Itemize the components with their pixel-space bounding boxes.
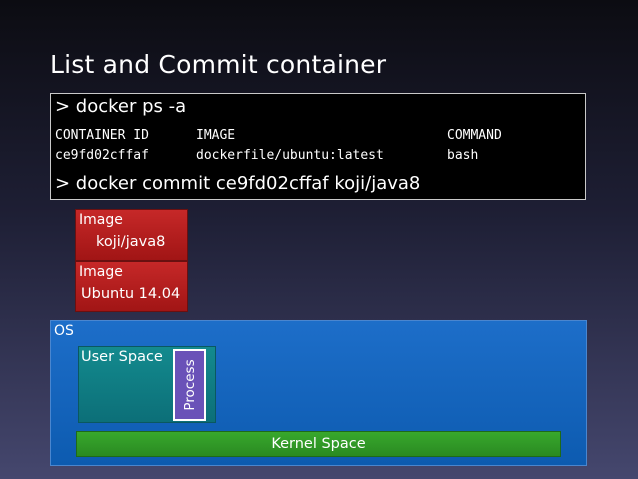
command-docker-ps: > docker ps -a <box>55 96 187 117</box>
process-label: Process <box>181 359 198 411</box>
slide-title: List and Commit container <box>50 50 387 79</box>
image-value: dockerfile/ubuntu:latest <box>196 148 384 163</box>
command-value: bash <box>447 148 479 163</box>
process-box: Process <box>173 349 206 421</box>
image-layer-label: Image <box>79 264 123 280</box>
image-layer-koji-java8: Image koji/java8 <box>75 209 188 261</box>
image-layer-name: koji/java8 <box>96 234 166 250</box>
column-header-image: IMAGE <box>196 128 236 143</box>
terminal-window: > docker ps -a CONTAINER ID IMAGE COMMAN… <box>50 93 586 200</box>
kernel-space-box: Kernel Space <box>76 431 561 457</box>
command-docker-commit: > docker commit ce9fd02cffaf koji/java8 <box>55 173 421 194</box>
column-header-command: COMMAND <box>447 128 502 143</box>
column-header-container-id: CONTAINER ID <box>55 128 149 143</box>
os-label: OS <box>54 323 74 339</box>
image-layer-name: Ubuntu 14.04 <box>81 286 181 302</box>
image-layer-ubuntu: Image Ubuntu 14.04 <box>75 261 188 312</box>
image-layer-label: Image <box>79 212 123 228</box>
user-space-label: User Space <box>81 349 163 365</box>
container-id-value: ce9fd02cffaf <box>55 148 149 163</box>
kernel-space-label: Kernel Space <box>271 436 366 452</box>
